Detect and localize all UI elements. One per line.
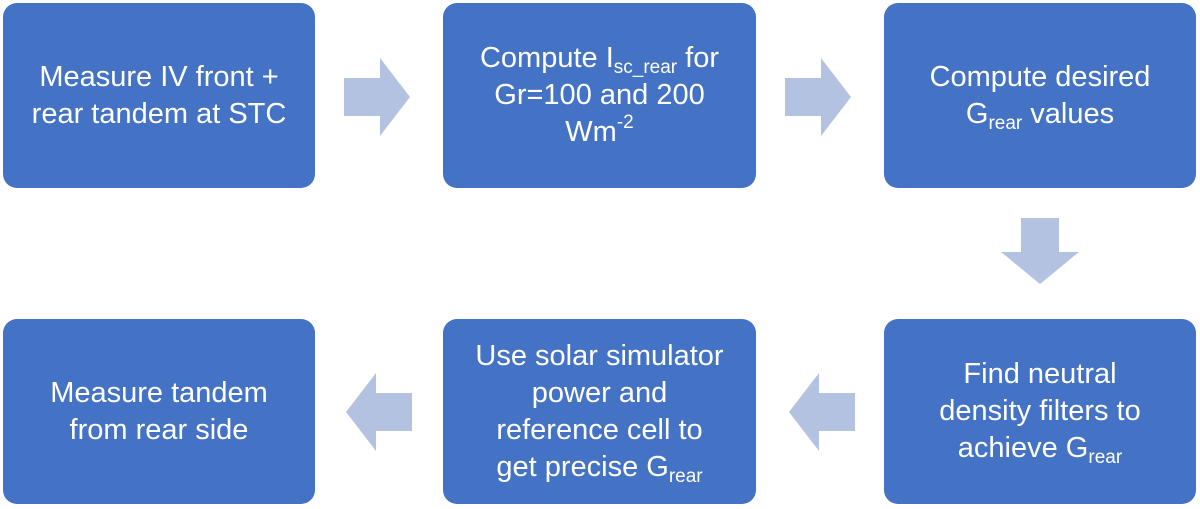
step-text-segment: Compute I xyxy=(479,42,614,74)
arrow-left-icon xyxy=(789,373,855,451)
step-find-nd-filters: Find neutral density filters to achieve … xyxy=(884,319,1196,504)
step-compute-isc-rear-text: Compute Isc_rear for Gr=100 and 200 Wm-2 xyxy=(480,40,719,151)
step-text-line: Use solar simulator xyxy=(475,339,724,372)
step-measure-iv-text: Measure IV front + rear tandem at STC xyxy=(32,59,287,133)
step-measure-tandem-rear: Measure tandem from rear side xyxy=(3,319,315,504)
step-text-line: Grear values xyxy=(930,96,1151,133)
step-text-line: get precise Grear xyxy=(475,449,723,486)
step-measure-iv: Measure IV front + rear tandem at STC xyxy=(3,3,315,188)
step-text-segment: achieve G xyxy=(957,432,1089,464)
step-text-subscript: rear xyxy=(1088,447,1123,468)
step-text-subscript: rear xyxy=(988,112,1023,134)
step-text-superscript: -2 xyxy=(616,112,634,133)
step-use-solar-simulator: Use solar simulator power and reference … xyxy=(443,319,756,504)
step-text-line: Gr=100 and 200 xyxy=(494,79,705,111)
step-text-segment: G xyxy=(965,97,989,130)
step-text-segment: Wm xyxy=(565,116,617,148)
step-text-line: Compute desired xyxy=(929,60,1151,93)
step-text-subscript: rear xyxy=(668,465,703,487)
arrow-down-icon xyxy=(1001,218,1079,284)
step-text-line: power and xyxy=(531,376,668,409)
step-use-solar-simulator-text: Use solar simulator power and reference … xyxy=(475,338,723,486)
step-find-nd-filters-text: Find neutral density filters to achieve … xyxy=(939,356,1140,467)
step-text-line: reference cell to xyxy=(496,413,703,446)
step-text-line: Measure tandem xyxy=(50,376,268,409)
step-compute-isc-rear: Compute Isc_rear for Gr=100 and 200 Wm-2 xyxy=(443,3,756,188)
step-text-line: Compute Isc_rear for xyxy=(480,40,719,77)
step-text-line: Wm-2 xyxy=(480,112,719,151)
step-text-line: density filters to xyxy=(939,395,1141,427)
arrow-right-icon xyxy=(344,58,410,136)
step-compute-desired-grear: Compute desired Grear values xyxy=(884,3,1196,188)
step-text-line: Measure IV front + xyxy=(39,60,279,93)
step-text-line: Find neutral xyxy=(963,358,1117,390)
step-measure-tandem-rear-text: Measure tandem from rear side xyxy=(50,375,268,449)
step-text-line: from rear side xyxy=(69,413,249,446)
arrow-left-icon xyxy=(346,373,412,451)
step-text-segment: for xyxy=(677,42,720,74)
arrow-right-icon xyxy=(785,58,851,136)
step-text-subscript: sc_rear xyxy=(613,57,678,78)
step-text-segment: values xyxy=(1022,97,1115,130)
step-text-line: achieve Grear xyxy=(939,430,1140,467)
step-compute-desired-grear-text: Compute desired Grear values xyxy=(930,59,1151,133)
step-text-line: rear tandem at STC xyxy=(31,97,287,130)
step-text-segment: get precise G xyxy=(496,450,669,483)
